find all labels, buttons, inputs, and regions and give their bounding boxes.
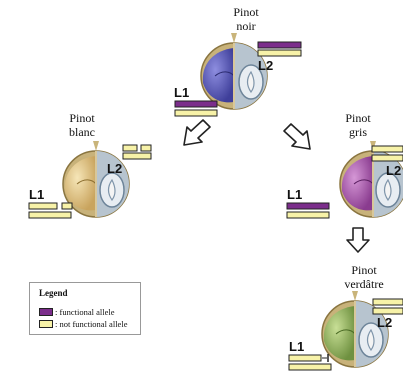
pinot-noir-meristem-icon <box>200 33 268 110</box>
pinot-blanc-l2-alleles <box>122 144 152 160</box>
label-pinot-noir-line1: Pinot <box>233 5 259 19</box>
arrow-to-gris-icon <box>283 123 311 150</box>
legend-box: Legend : functional allele : not functio… <box>29 282 141 335</box>
pinot-gris-l1-tag: L1 <box>287 187 303 202</box>
pinot-blanc-l2-tag: L2 <box>107 161 123 176</box>
pinot-noir-l1-alleles <box>174 100 218 117</box>
pinot-gris-meristem-icon <box>339 141 403 218</box>
pinot-gris-l2-alleles <box>371 145 403 162</box>
legend-label-functional: : functional allele <box>55 307 115 317</box>
label-pinot-noir: Pinot noir <box>226 5 266 33</box>
pinot-verdatre-l1-tag: L1 <box>289 339 305 354</box>
label-pinot-gris-line2: gris <box>349 125 367 139</box>
legend-row-functional: : functional allele <box>39 307 114 317</box>
label-pinot-gris-line1: Pinot <box>345 111 371 125</box>
legend-title: Legend <box>39 288 68 298</box>
label-pinot-gris: Pinot gris <box>338 111 378 139</box>
pinot-noir-l1-tag: L1 <box>174 85 190 100</box>
pinot-verdatre-l2-alleles <box>372 298 403 315</box>
label-pinot-blanc: Pinot blanc <box>60 111 104 139</box>
legend-label-not-functional: : not functional allele <box>55 319 128 329</box>
label-pinot-blanc-line2: blanc <box>69 125 95 139</box>
pinot-noir-l2-tag: L2 <box>258 58 274 73</box>
pinot-verdatre-l1-alleles <box>288 354 332 371</box>
legend-swatch-not-functional <box>39 320 53 328</box>
legend-row-not-functional: : not functional allele <box>39 319 127 329</box>
pinot-blanc-meristem-icon <box>62 141 130 218</box>
label-pinot-verdatre-line1: Pinot <box>351 263 377 277</box>
pinot-verdatre-l2-tag: L2 <box>377 315 393 330</box>
arrow-to-verdatre-icon <box>346 227 370 253</box>
label-pinot-verdatre: Pinot verdâtre <box>336 263 392 291</box>
arrow-to-blanc-icon <box>183 119 211 146</box>
pinot-verdatre-meristem-icon <box>321 291 389 368</box>
pinot-noir-l2-alleles <box>257 41 302 57</box>
pinot-blanc-l1-tag: L1 <box>29 187 45 202</box>
pinot-gris-l2-tag: L2 <box>386 163 402 178</box>
label-pinot-blanc-line1: Pinot <box>69 111 95 125</box>
pinot-blanc-l1-alleles <box>28 202 73 219</box>
label-pinot-noir-line2: noir <box>236 19 256 33</box>
label-pinot-verdatre-line2: verdâtre <box>344 277 384 291</box>
legend-swatch-functional <box>39 308 53 316</box>
pinot-gris-l1-alleles <box>286 202 330 219</box>
